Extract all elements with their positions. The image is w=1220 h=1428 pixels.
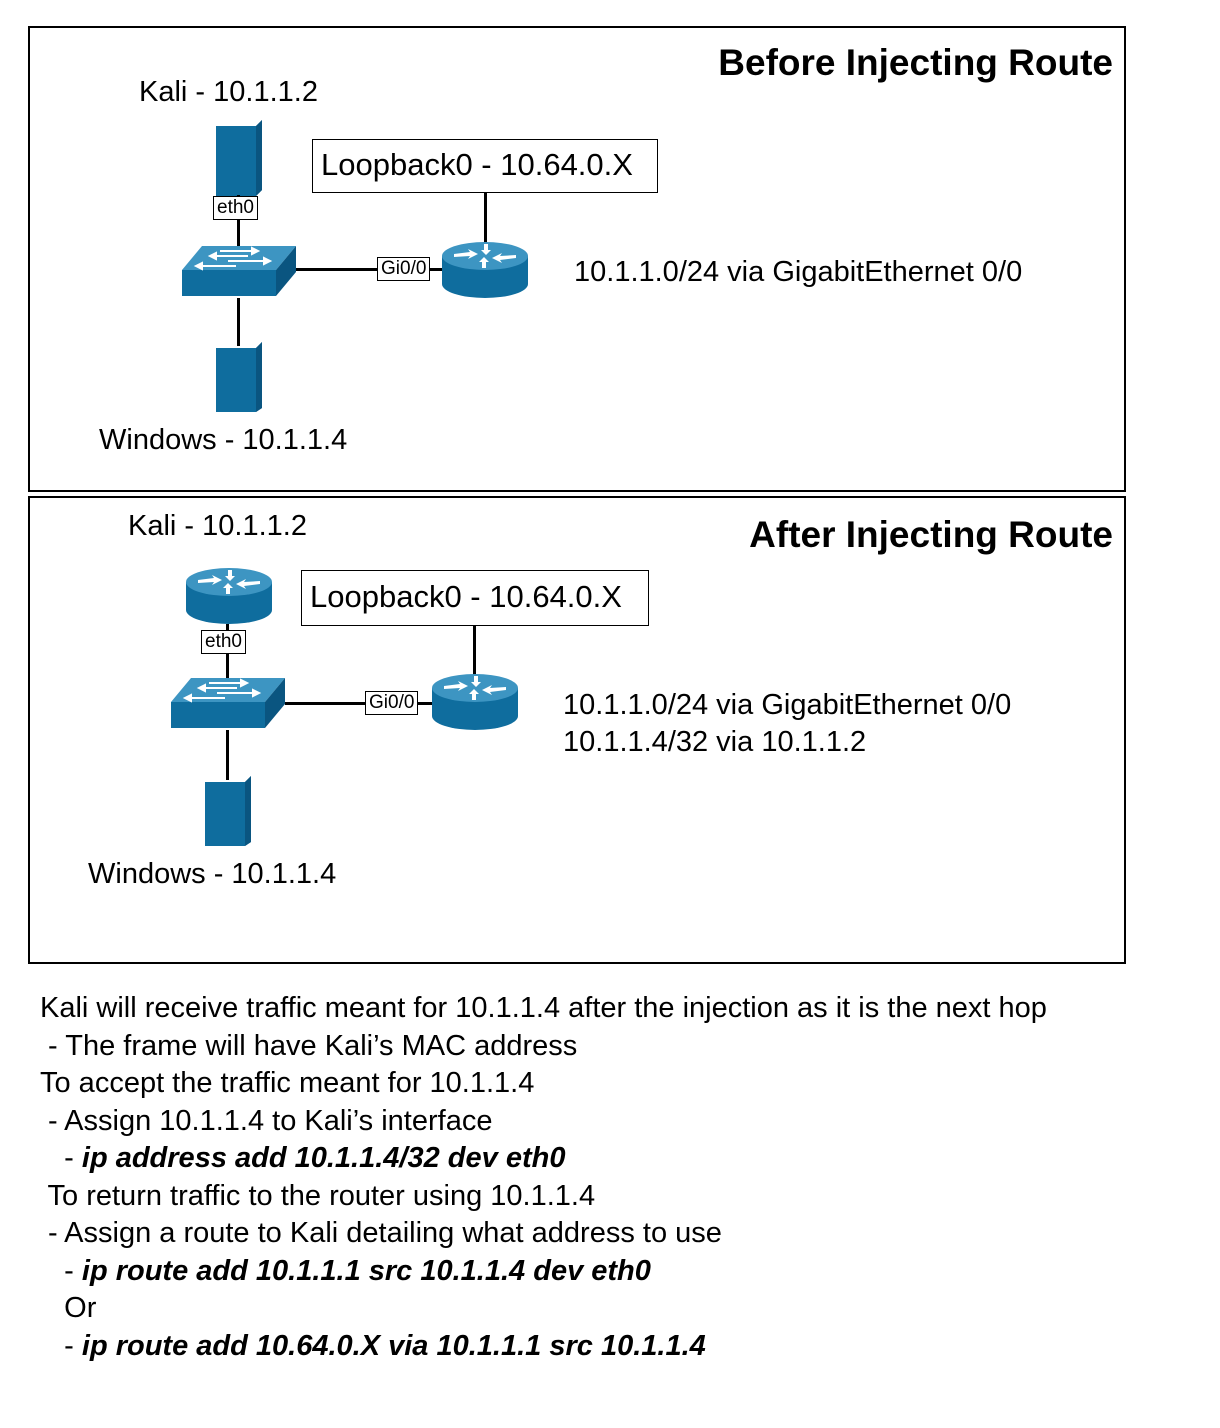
router-icon (442, 242, 528, 298)
before-loopback-box: Loopback0 - 10.64.0.X (312, 139, 658, 193)
switch-icon-after (171, 678, 285, 728)
kali-switch-link (237, 195, 240, 247)
before-title: Before Injecting Route (718, 42, 1113, 83)
switch-router-link (296, 268, 446, 271)
windows-server-icon-after (205, 776, 251, 846)
note-line-1: Kali will receive traffic meant for 10.1… (40, 992, 1047, 1024)
after-loopback-box: Loopback0 - 10.64.0.X (301, 570, 649, 626)
before-kali-label: Kali - 10.1.1.2 (139, 76, 318, 108)
note-line-2: - The frame will have Kali’s MAC address (40, 1029, 578, 1062)
note-line-6: To return traffic to the router using 10… (40, 1179, 596, 1212)
after-title: After Injecting Route (749, 514, 1113, 555)
before-windows-label: Windows - 10.1.1.4 (99, 424, 348, 456)
cmd-ip-route-add-via: ip route add 10.64.0.X via 10.1.1.1 src … (81, 1329, 706, 1362)
cmd-ip-address-add: ip address add 10.1.1.4/32 dev eth0 (81, 1142, 566, 1174)
after-kali-label: Kali - 10.1.1.2 (128, 510, 307, 542)
after-route-1: 10.1.1.0/24 via GigabitEthernet 0/0 (563, 689, 1012, 721)
gi0-0-port-label-after: Gi0/0 (365, 691, 419, 715)
kali-router-icon (186, 568, 272, 624)
note-line-9: Or (40, 1292, 97, 1324)
eth0-port-label: eth0 (213, 196, 258, 220)
after-windows-label: Windows - 10.1.1.4 (88, 858, 337, 890)
notes-block: Kali will receive traffic meant for 10.1… (40, 990, 1047, 1365)
switch-router-link-after (285, 702, 435, 705)
router-icon-after (432, 674, 518, 730)
windows-server-icon (216, 342, 262, 412)
note-line-3: To accept the traffic meant for 10.1.1.4 (40, 1067, 535, 1099)
note-line-4: - Assign 10.1.1.4 to Kali’s interface (40, 1104, 493, 1137)
switch-windows-link (237, 298, 240, 346)
note-line-10: - ip route add 10.64.0.X via 10.1.1.1 sr… (40, 1329, 706, 1362)
cmd-ip-route-add-src: ip route add 10.1.1.1 src 10.1.1.4 dev e… (81, 1254, 651, 1287)
note-line-5: - ip address add 10.1.1.4/32 dev eth0 (40, 1142, 566, 1174)
after-route-2: 10.1.1.4/32 via 10.1.1.2 (563, 726, 867, 758)
router-loopback-link-after (473, 626, 476, 678)
note-line-7: - Assign a route to Kali detailing what … (40, 1217, 722, 1249)
switch-windows-link-after (226, 730, 229, 780)
router-loopback-link (484, 193, 487, 245)
before-route-1: 10.1.1.0/24 via GigabitEthernet 0/0 (574, 256, 1023, 288)
gi0-0-port-label: Gi0/0 (377, 257, 431, 281)
switch-icon (182, 246, 296, 296)
note-line-8: - ip route add 10.1.1.1 src 10.1.1.4 dev… (40, 1254, 651, 1287)
eth0-port-label-after: eth0 (201, 630, 246, 654)
kali-server-icon (216, 120, 262, 196)
